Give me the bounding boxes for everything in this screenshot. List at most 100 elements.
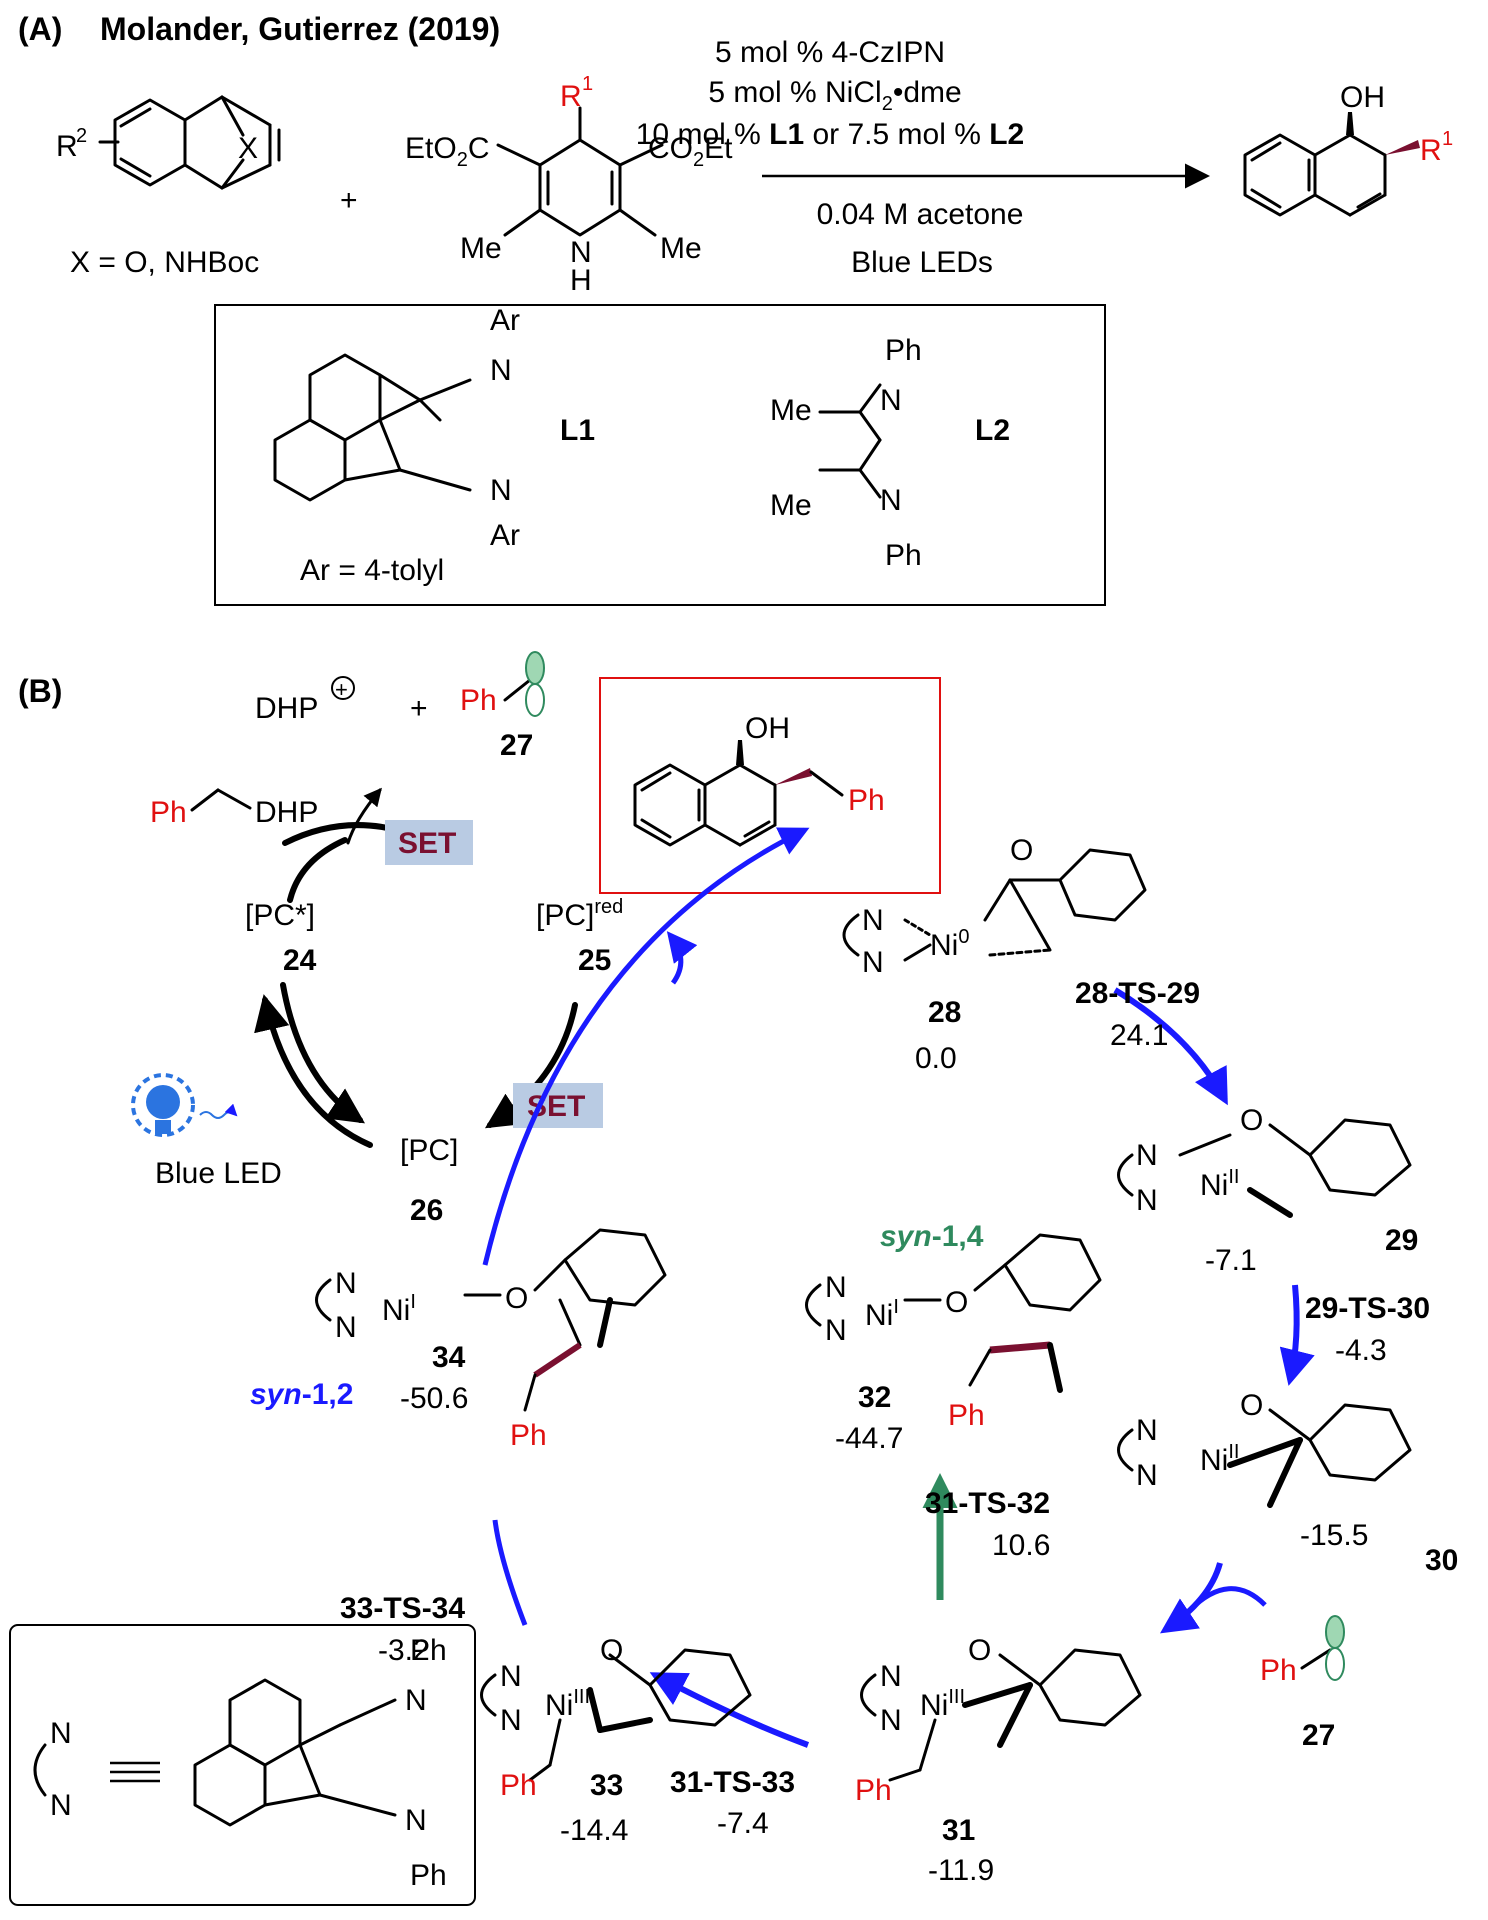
ts-29-30-energy: -4.3	[1335, 1334, 1387, 1367]
id-30: 30	[1425, 1544, 1458, 1577]
benzyl-radical-ph: Ph	[460, 684, 497, 717]
ph-34: Ph	[510, 1419, 547, 1452]
l1-ar-top: Ar	[490, 304, 520, 337]
complex-29-structure	[1117, 1118, 1412, 1218]
ni-31: NiIII	[920, 1686, 965, 1722]
product-box-oh: OH	[745, 712, 790, 745]
n-34-bottom: N	[335, 1311, 357, 1344]
o-34: O	[505, 1282, 528, 1315]
ph-32: Ph	[948, 1399, 985, 1432]
id-33: 33	[590, 1769, 623, 1802]
ts-31-32-energy: 10.6	[992, 1529, 1050, 1562]
pc-red-id: 25	[578, 944, 611, 977]
legend-n-top: N	[50, 1717, 72, 1750]
ni-30: NiII	[1200, 1441, 1239, 1477]
radical-release-arrow	[346, 787, 382, 845]
set-label-top: SET	[398, 827, 456, 860]
excitation-arrow-down	[280, 982, 365, 1124]
energy-32: -44.7	[835, 1422, 903, 1455]
plus-sign: +	[340, 184, 358, 217]
dhp-cation: DHP	[255, 692, 318, 725]
n-28-bottom: N	[862, 946, 884, 979]
l2-me-bottom: Me	[770, 489, 812, 522]
n-29-bottom: N	[1136, 1184, 1158, 1217]
legend-n-bottom: N	[50, 1789, 72, 1822]
complex-32-structure	[805, 1233, 1102, 1393]
ligand-l1-structure	[273, 353, 472, 502]
p-orbital-icon	[525, 651, 545, 685]
ph-33: Ph	[500, 1769, 537, 1802]
ar-definition: Ar = 4-tolyl	[300, 554, 444, 587]
l1-label: L1	[560, 414, 595, 447]
citation: Molander, Gutierrez (2019)	[100, 11, 500, 47]
p-orbital-lobe-icon	[525, 683, 545, 717]
arrow-29-to-30	[1279, 1284, 1315, 1386]
energy-28: 0.0	[915, 1042, 957, 1075]
dhp-r-sup: 1	[582, 73, 593, 95]
product-r-group: R	[1420, 134, 1442, 167]
ph-dhp-dhp: DHP	[255, 796, 318, 829]
o-30: O	[1240, 1389, 1263, 1422]
ni-28: Ni0	[930, 926, 969, 962]
cation-plus: +	[335, 677, 348, 702]
l1-ar-bottom: Ar	[490, 519, 520, 552]
radical-27-top-id: 27	[500, 729, 533, 762]
o-28: O	[1010, 834, 1033, 867]
set-box-bottom	[513, 1083, 603, 1128]
ts-33-34-energy: -3.2	[378, 1634, 430, 1667]
ts-33-34-name: 33-TS-34	[340, 1592, 465, 1625]
ts-31-33-energy: -7.4	[717, 1807, 769, 1840]
top-plus: +	[410, 692, 428, 725]
ph-31: Ph	[855, 1774, 892, 1807]
condition-solvent: 0.04 M acetone	[817, 198, 1024, 231]
ts-28-29-name: 28-TS-29	[1075, 977, 1200, 1010]
substrate-structure	[98, 95, 281, 190]
l2-label: L2	[975, 414, 1010, 447]
complex-34-structure	[315, 1228, 667, 1412]
id-31: 31	[942, 1814, 975, 1847]
n-33-bottom: N	[500, 1704, 522, 1737]
l2-me-top: Me	[770, 394, 812, 427]
panel-a-label: (A)	[18, 11, 62, 47]
n-31-bottom: N	[880, 1704, 902, 1737]
complex-28-structure	[842, 848, 1147, 962]
o-33: O	[600, 1634, 623, 1667]
energy-30: -15.5	[1300, 1519, 1368, 1552]
radical-27-ph: Ph	[1260, 1654, 1297, 1687]
p-orbital-27-icon	[1325, 1615, 1345, 1649]
product-box-ph: Ph	[848, 784, 885, 817]
l1-n-top: N	[490, 354, 512, 387]
ts-31-33-name: 31-TS-33	[670, 1766, 795, 1799]
equivalence-icon	[110, 1761, 160, 1783]
radical-addition-arc	[1188, 1586, 1267, 1612]
pc-star: [PC*]	[245, 899, 315, 932]
condition-ligand: 10 mol % L1 or 7.5 mol % L2	[636, 118, 1025, 151]
condition-light: Blue LEDs	[851, 246, 993, 279]
arrow-30-to-31	[1160, 1562, 1223, 1634]
id-28: 28	[928, 996, 961, 1029]
n-33-top: N	[500, 1660, 522, 1693]
complex-30-structure	[1117, 1403, 1412, 1508]
n-29-top: N	[1136, 1139, 1158, 1172]
o-32: O	[945, 1286, 968, 1319]
id-34: 34	[432, 1341, 466, 1374]
ph-dhp-ph: Ph	[150, 796, 187, 829]
pc-reduction-arrow	[484, 1002, 578, 1129]
arrow-31-to-33	[649, 1672, 810, 1748]
l2-n-top: N	[880, 384, 902, 417]
id-29: 29	[1385, 1224, 1418, 1257]
legend-n-imine-bottom: N	[405, 1804, 427, 1837]
product-oh: OH	[1340, 81, 1385, 114]
ligand-l2-structure	[818, 383, 882, 499]
dhp-me-right: Me	[660, 232, 702, 265]
dhp-n: N	[570, 236, 592, 269]
complex-33-structure	[480, 1648, 752, 1782]
ligand-box	[214, 304, 1106, 606]
n-32-bottom: N	[825, 1314, 847, 1347]
pc-star-id: 24	[283, 944, 317, 977]
ts-28-29-energy: 24.1	[1110, 1019, 1168, 1052]
legend-ligand-structure	[193, 1678, 397, 1827]
n-32-top: N	[825, 1271, 847, 1304]
o-29: O	[1240, 1104, 1263, 1137]
product-r-sup: 1	[1442, 128, 1453, 150]
